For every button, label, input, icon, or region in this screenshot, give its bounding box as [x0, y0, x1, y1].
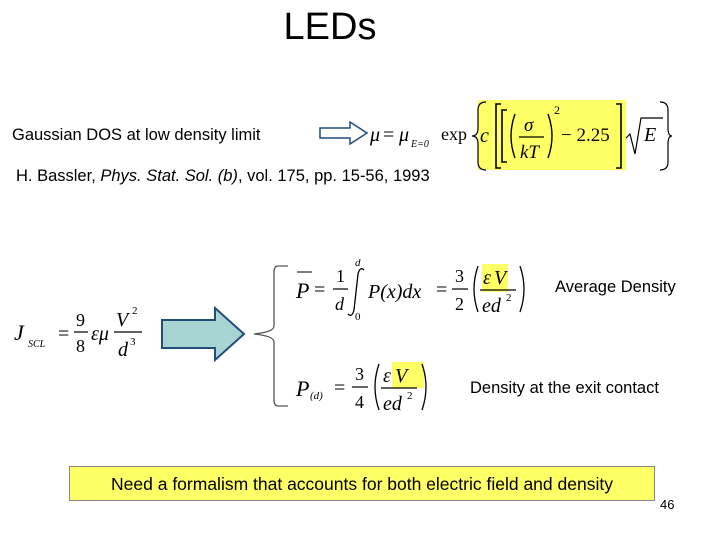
exit-density-label: Density at the exit contact	[470, 379, 659, 397]
avg-one: 1	[336, 266, 345, 286]
mobility-eq: =	[383, 124, 394, 146]
average-highlight	[482, 264, 508, 292]
mobility-mu0: μ	[398, 124, 409, 146]
exit-eq: =	[334, 377, 345, 399]
left-bracket-inner	[501, 109, 507, 163]
jscl-den: 8	[76, 336, 85, 356]
mobility-equation: μ = μ E=0 exp c σ kT 2 − 2.25 E	[369, 100, 673, 171]
mobility-field: E	[643, 124, 656, 146]
avg-ed: ed	[482, 295, 502, 317]
avg-P: P	[295, 278, 309, 303]
left-brace	[471, 101, 487, 171]
right-brace	[659, 101, 673, 171]
formalism-note: Need a formalism that accounts for both …	[69, 466, 655, 501]
reference-citation: H. Bassler, Phys. Stat. Sol. (b), vol. 1…	[16, 167, 430, 186]
avg-d: d	[335, 294, 345, 314]
avg-two: 2	[455, 294, 464, 314]
branch-bracket	[253, 265, 288, 407]
block-arrow-icon	[161, 306, 246, 362]
mobility-const: − 2.25	[561, 125, 610, 146]
right-paren	[547, 113, 553, 159]
exit-four: 4	[355, 392, 364, 412]
left-bracket-outer	[495, 103, 501, 169]
exit-highlight	[392, 362, 424, 388]
slide-title: LEDs	[283, 6, 377, 48]
avg-upper: d	[355, 257, 361, 269]
avg-eq2: =	[436, 279, 447, 301]
avg-eps: ε	[483, 267, 491, 289]
exit-eps: ε	[383, 365, 391, 387]
avg-V: V	[494, 267, 509, 289]
exit-three: 3	[355, 364, 364, 384]
jscl-V: V	[116, 309, 131, 331]
mobility-kT: kT	[520, 142, 540, 163]
gaussian-dos-label: Gaussian DOS at low density limit	[12, 126, 261, 144]
reference-details: , vol. 175, pp. 15-56, 1993	[237, 167, 430, 185]
avg-integrand: P(x)dx	[367, 281, 421, 303]
avg-eq1: =	[314, 279, 325, 301]
jscl-J: J	[14, 320, 25, 345]
reference-author: H. Bassler,	[16, 167, 101, 185]
jscl-V-pow: 2	[132, 305, 138, 317]
exit-ed: ed	[383, 393, 403, 415]
mobility-c: c	[480, 125, 489, 147]
avg-ed-pow: 2	[506, 292, 512, 304]
jscl-epsmu: εμ	[91, 323, 109, 345]
mobility-exp: exp	[441, 124, 467, 144]
page-number: 46	[660, 497, 675, 512]
exit-density-equation: P (d) = 3 4 ε V ed 2	[295, 362, 427, 415]
integral-sign	[347, 268, 365, 316]
average-density-label: Average Density	[555, 278, 676, 296]
jscl-num: 9	[76, 310, 85, 330]
mobility-sigma: σ	[524, 115, 534, 136]
jscl-d: d	[118, 339, 129, 361]
jscl-d-pow: 3	[130, 336, 136, 348]
right-arrow-icon	[319, 120, 369, 146]
right-bracket	[616, 103, 622, 169]
exit-V: V	[395, 365, 410, 387]
mobility-sub: E=0	[410, 139, 429, 150]
jscl-equation: J SCL = 9 8 εμ V 2 d 3	[14, 305, 142, 361]
jscl-sub: SCL	[28, 339, 46, 350]
exit-ed-pow: 2	[407, 390, 413, 402]
jscl-eq: =	[58, 323, 69, 345]
exit-sub: (d)	[310, 390, 323, 402]
avg-lower: 0	[355, 311, 361, 323]
average-density-equation: P = 1 d d 0 P(x)dx = 3 2 ε V ed 2	[295, 257, 525, 323]
mobility-power: 2	[554, 103, 560, 117]
reference-journal: Phys. Stat. Sol. (b)	[100, 167, 238, 185]
mobility-mu: μ	[369, 124, 380, 146]
avg-three: 3	[455, 266, 464, 286]
left-paren	[510, 113, 516, 159]
exit-P: P	[295, 376, 309, 401]
sqrt-symbol	[625, 117, 663, 155]
